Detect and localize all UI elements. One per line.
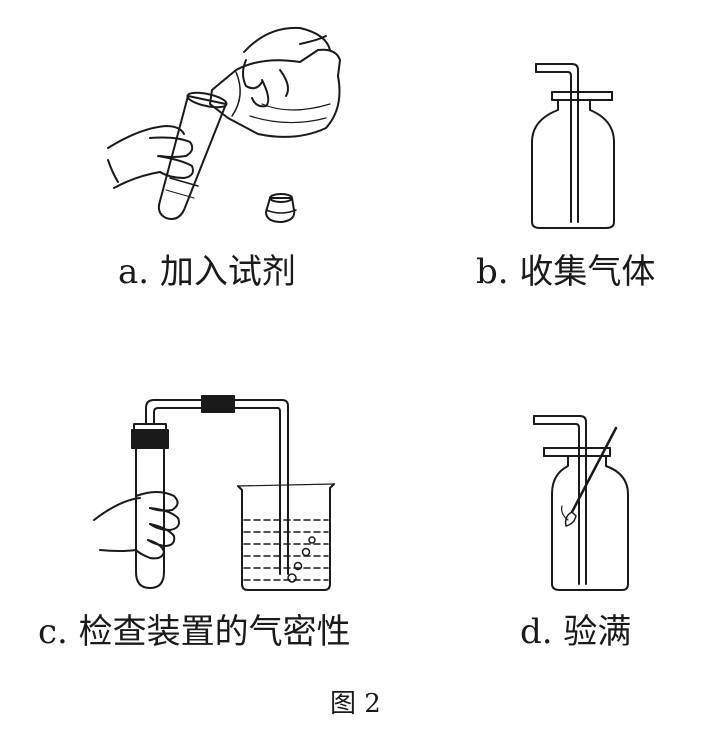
caption-checking-full: d. 验满 [520,612,632,652]
bottle-stopper-icon [265,193,297,223]
hand-icon [93,491,180,560]
delivery-tube-icon [535,63,579,223]
caption-collecting-gas: b. 收集气体 [476,252,656,292]
test-tube-icon [157,91,228,220]
caption-adding-reagent: a. 加入试剂 [118,252,296,292]
gas-bubbles-icon [287,536,316,583]
panel-d-illustration [533,415,629,591]
gas-jar-icon [543,447,629,591]
right-hand-icon [242,26,331,108]
stoppered-test-tube-icon [131,423,169,589]
figure-label: 图 2 [330,689,381,719]
caption-airtightness-check: c. 检查装置的气密性 [38,612,351,652]
connecting-tube-icon [145,395,289,575]
panel-b-illustration [531,63,615,229]
delivery-tube-icon [533,415,587,585]
beaker-icon [237,483,335,591]
wooden-splint-icon [561,426,618,527]
left-hand-icon [107,125,194,189]
gas-jar-icon [531,91,615,229]
panel-c-illustration [93,395,335,591]
panel-a-illustration [107,26,341,223]
reagent-bottle-icon [209,48,341,138]
